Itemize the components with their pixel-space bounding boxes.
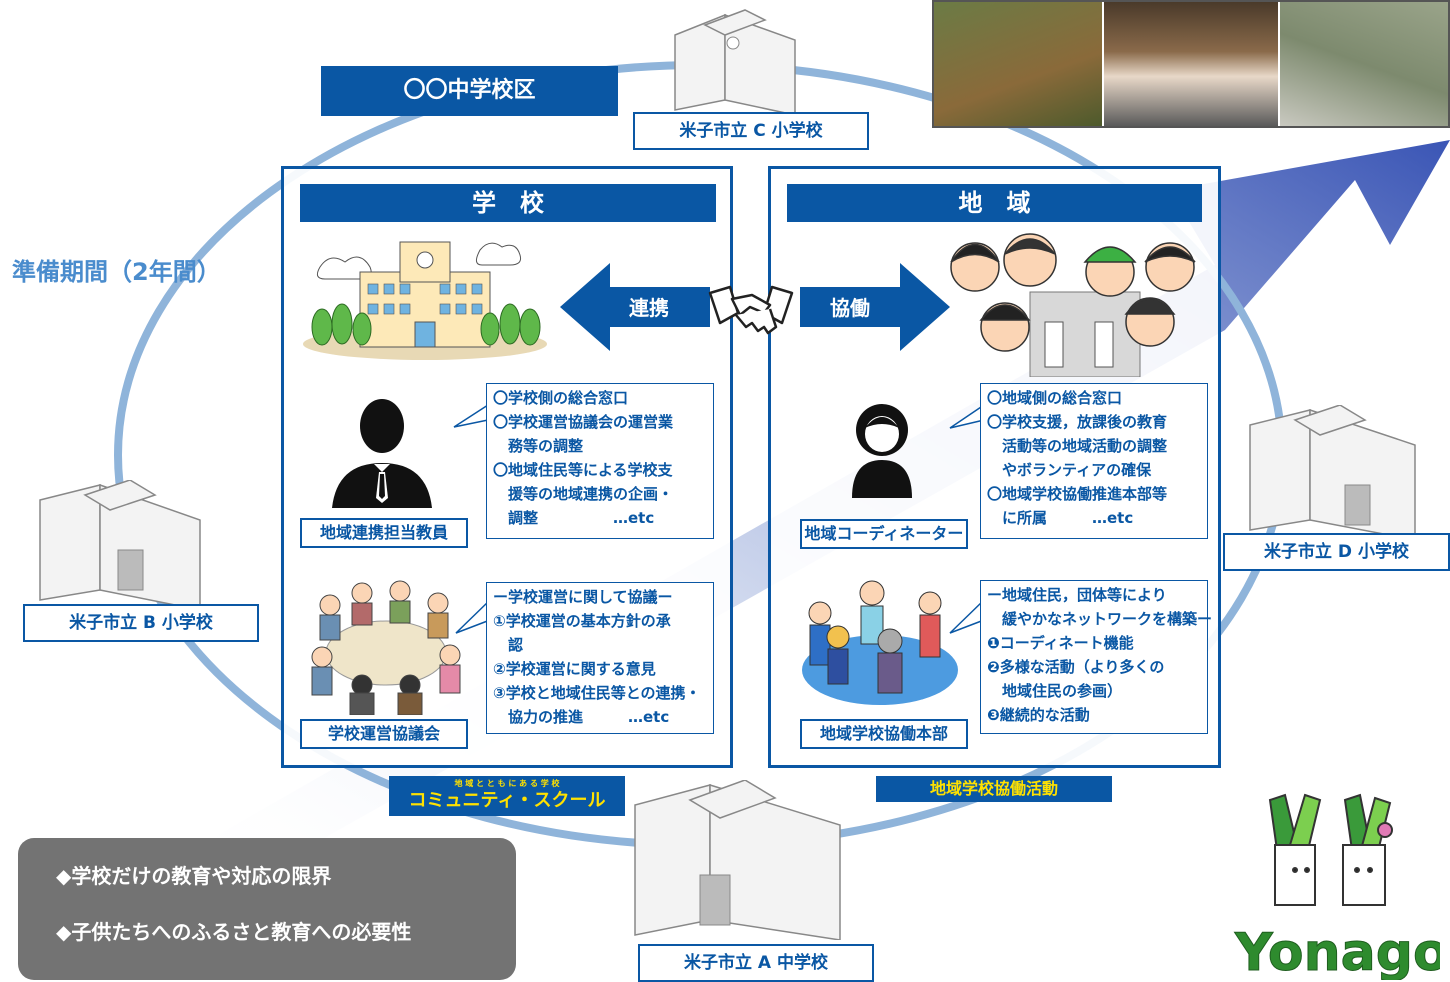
school-building-b-icon	[39, 480, 201, 610]
photo-stage-event	[1104, 2, 1280, 126]
council-label: 学校運営協議会	[300, 719, 468, 749]
photo-cleanup	[1279, 2, 1448, 126]
coordinator-icon	[852, 404, 912, 498]
teacher-label: 地域連携担当教員	[300, 518, 468, 548]
council-notes-pointer	[455, 599, 491, 634]
community-circle-illustration	[802, 580, 958, 705]
community-panel-header: 地 域	[787, 184, 1202, 222]
teacher-note-line: 〇学校運営協議会の運営業	[493, 413, 674, 431]
coordinator-label: 地域コーディネーター	[800, 519, 968, 549]
coordinator-note-line: 活動等の地域活動の調整	[987, 437, 1168, 455]
coordinator-notes: 〇地域側の総合窓口 〇学校支援，放課後の教育 活動等の地域活動の調整 やボランテ…	[980, 383, 1208, 539]
hq-notes-pointer	[949, 599, 985, 634]
teacher-notes: 〇学校側の総合窓口 〇学校運営協議会の運営業 務等の調整 〇地域住民等による学校…	[486, 383, 714, 539]
coordinator-note-line: に所属 …etc	[987, 509, 1134, 527]
school-a-label: 米子市立 A 中学校	[638, 944, 874, 982]
renkei-label: 連携	[629, 296, 669, 320]
community-school-ruby: 地 域 と と も に あ る 学 校	[454, 779, 560, 788]
teacher-note-line: 〇学校側の総合窓口	[493, 389, 629, 407]
collab-activity-badge: 地域学校協働活動	[876, 776, 1112, 802]
issue-item: ◆子供たちへのふるさと教育への必要性	[56, 920, 412, 944]
school-panel-header: 学 校	[300, 184, 716, 222]
coordinator-note-line: 〇学校支援，放課後の教育	[987, 413, 1168, 431]
teacher-note-line: 援等の地域連携の企画・	[493, 485, 674, 503]
kyodo-arrow	[800, 263, 950, 351]
council-notes: ー学校運営に関して協議ー ①学校運営の基本方針の承 認 ②学校運営に関する意見 …	[486, 582, 714, 734]
school-building-d-icon	[1249, 405, 1416, 541]
council-note-line: ②学校運営に関する意見	[493, 660, 656, 678]
council-note-line: 協力の推進 …etc	[493, 708, 670, 726]
hq-note-line: ー地域住民，団体等により	[987, 586, 1167, 604]
council-meeting-illustration	[311, 580, 461, 715]
district-title: 〇〇中学校区	[321, 66, 618, 116]
handshake-icon	[708, 285, 794, 335]
hq-note-line: ❸継続的な活動	[987, 706, 1090, 724]
school-b-label: 米子市立 B 小学校	[23, 604, 259, 642]
issue-item: ◆学校だけの教育や対応の限界	[56, 864, 332, 888]
teacher-note-line: 調整 …etc	[493, 509, 655, 527]
activity-photos	[932, 0, 1450, 128]
photo-gardening	[934, 2, 1105, 126]
hq-note-line: ❶コーディネート機能	[987, 634, 1134, 652]
community-school-badge: 地 域 と と も に あ る 学 校 コミュニティ・スクール	[389, 776, 625, 816]
yonago-logo: Yonago	[1234, 793, 1440, 980]
coordinator-note-line: 〇地域側の総合窓口	[987, 389, 1123, 407]
council-note-line: ①学校運営の基本方針の承	[493, 612, 671, 630]
council-note-line: ③学校と地域住民等との連携・	[493, 684, 701, 702]
issues-box: ◆学校だけの教育や対応の限界 ◆子供たちへのふるさと教育への必要性	[18, 838, 516, 980]
hq-notes: ー地域住民，団体等により 緩やかなネットワークを構築ー ❶コーディネート機能 ❷…	[980, 580, 1213, 734]
teacher-note-line: 務等の調整	[493, 437, 584, 455]
school-illustration	[303, 241, 547, 360]
hq-note-line: 緩やかなネットワークを構築ー	[987, 610, 1213, 628]
teacher-note-line: 〇地域住民等による学校支	[493, 461, 673, 479]
school-building-a-icon	[634, 780, 841, 940]
school-d-label: 米子市立 D 小学校	[1223, 533, 1450, 571]
prep-period-label: 準備期間（2年間）	[12, 258, 221, 286]
coordinator-note-line: 〇地域学校協働推進本部等	[987, 485, 1168, 503]
council-note-line: 認	[493, 636, 524, 654]
renkei-arrow	[560, 263, 710, 351]
kyodo-label: 協働	[830, 296, 870, 320]
council-note-line: ー学校運営に関して協議ー	[493, 588, 673, 606]
teacher-notes-pointer	[453, 404, 489, 428]
teacher-icon	[332, 399, 432, 508]
yonago-logo-text: Yonago	[1234, 923, 1440, 980]
hq-label: 地域学校協働本部	[800, 719, 968, 749]
community-school-title: コミュニティ・スクール	[408, 790, 606, 811]
coordinator-note-line: やボランティアの確保	[987, 461, 1152, 479]
school-c-label: 米子市立 C 小学校	[633, 112, 869, 150]
hq-note-line: 地域住民の参画）	[987, 682, 1123, 700]
school-building-c-icon	[674, 9, 796, 115]
community-people-illustration	[950, 233, 1196, 377]
coordinator-notes-pointer	[949, 404, 985, 429]
hq-note-line: ❷多様な活動（より多くの	[987, 658, 1165, 676]
